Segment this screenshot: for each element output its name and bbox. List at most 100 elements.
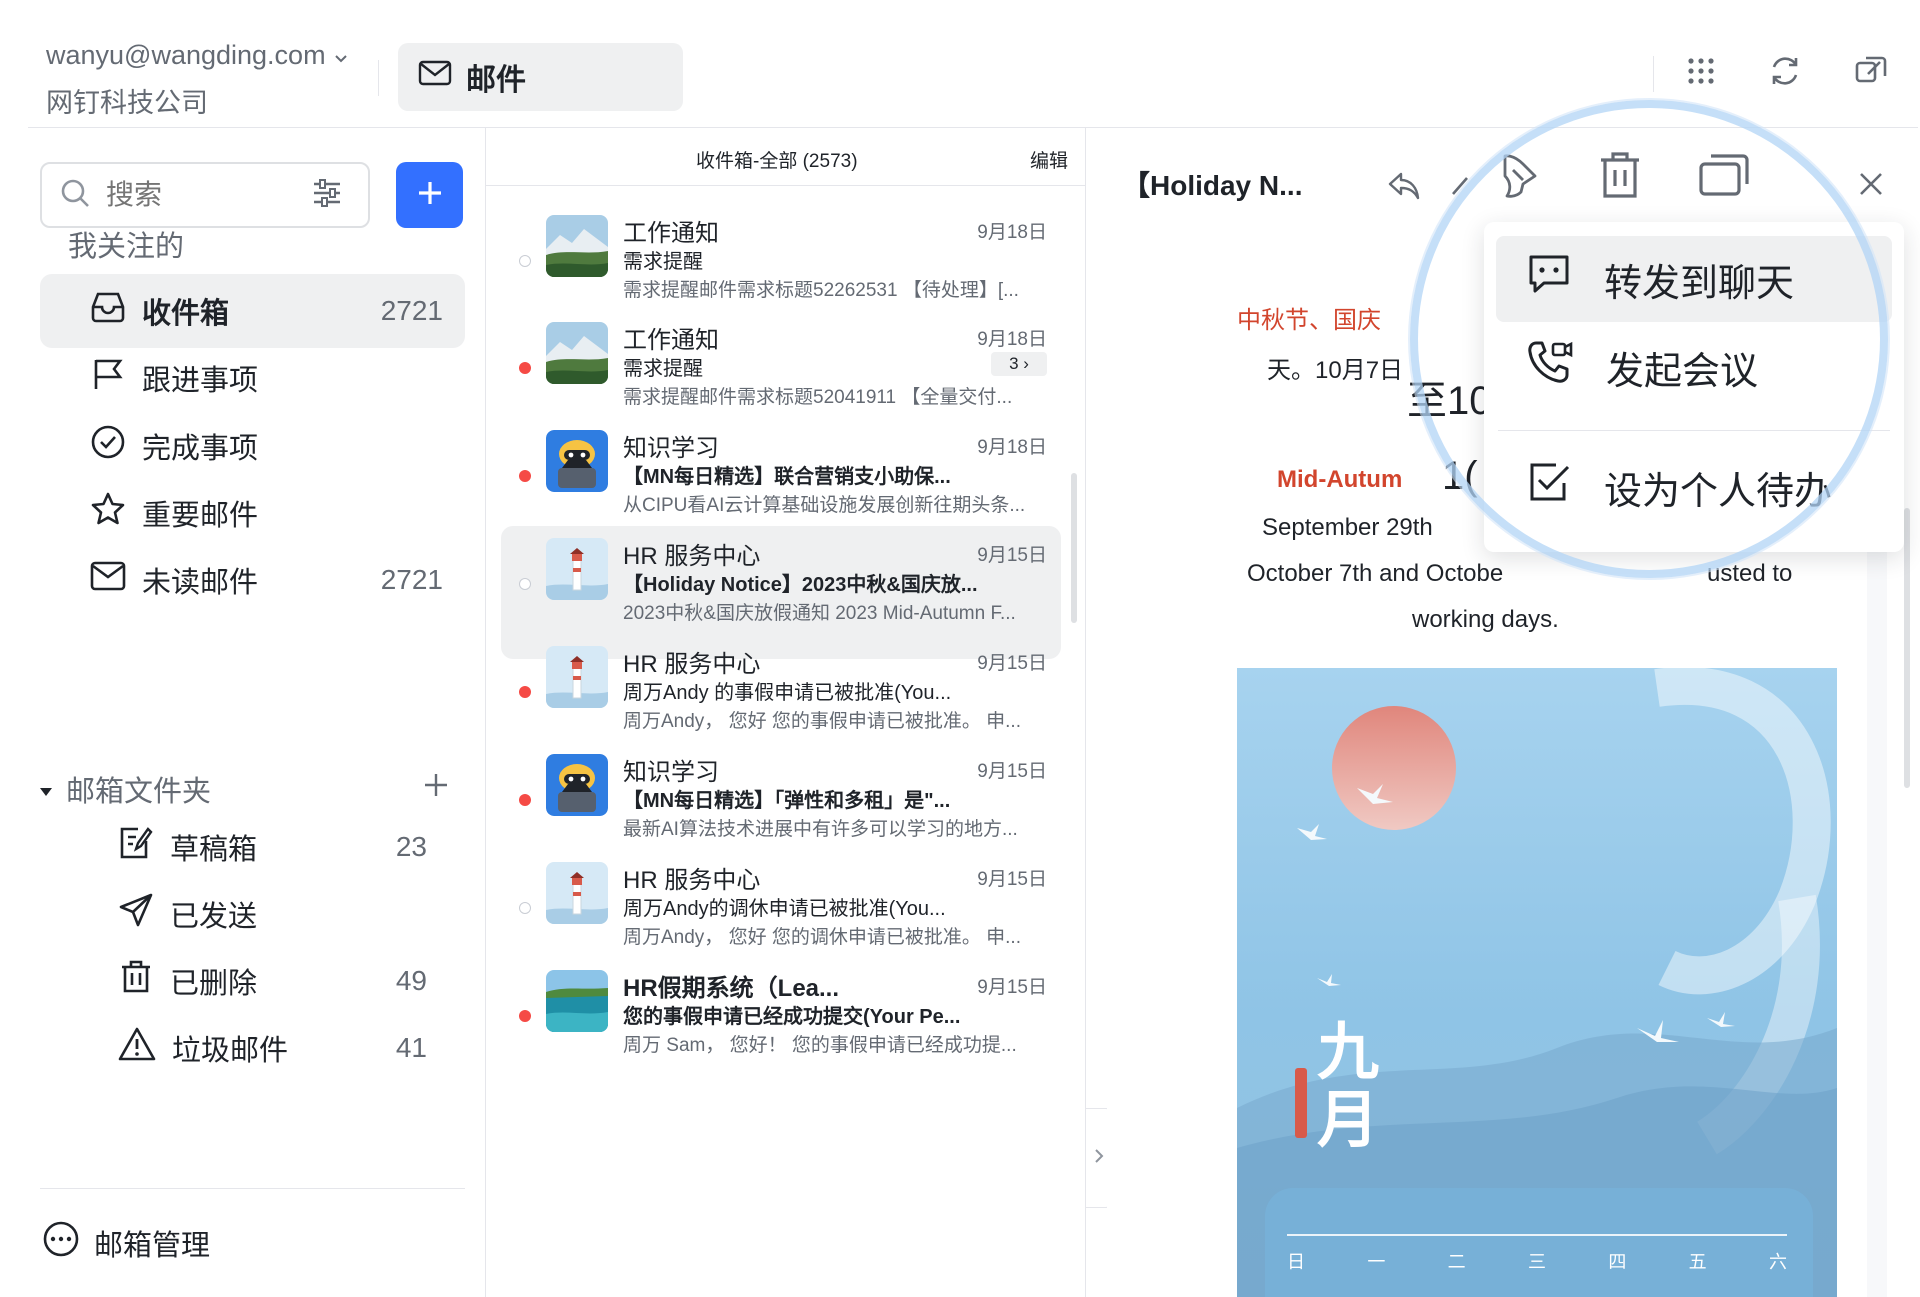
forward-icon[interactable] <box>1497 152 1541 207</box>
new-window-icon[interactable] <box>1854 54 1888 93</box>
top-bar: wanyu@wangding.com 网钉科技公司 邮件 <box>28 0 1918 128</box>
sidebar-item-drafts[interactable]: 草稿箱 23 <box>40 810 465 884</box>
sidebar-item-deleted[interactable]: 已删除 49 <box>40 944 465 1018</box>
reply-icon[interactable] <box>1387 168 1421 207</box>
sidebar-item-important[interactable]: 重要邮件 <box>40 476 465 550</box>
open-window-icon[interactable] <box>1697 150 1753 205</box>
poster-weekdays: 日一二三四五六 <box>1287 1248 1787 1274</box>
mail-sender: 知识学习 <box>623 435 719 462</box>
sender-avatar <box>546 322 608 384</box>
sender-avatar <box>546 538 608 600</box>
poster-weekday: 四 <box>1608 1252 1627 1272</box>
edit-button[interactable]: 编辑 <box>1029 151 1068 172</box>
unread-dot[interactable] <box>519 686 531 698</box>
caret-down-icon[interactable] <box>38 773 54 806</box>
mail-sender: HR 服务中心 <box>623 651 761 678</box>
sidebar-item-spam[interactable]: 垃圾邮件 41 <box>40 1011 465 1085</box>
sidebar-item-count: 41 <box>395 1032 427 1063</box>
plus-icon <box>416 179 444 212</box>
folders-section-label: 邮箱文件夹 <box>66 776 212 808</box>
account-switcher[interactable]: wanyu@wangding.com 网钉科技公司 <box>46 40 386 120</box>
mail-date: 9月18日 <box>977 329 1047 350</box>
body-cn-line: 天。10月7日 <box>1267 357 1404 384</box>
mail-subject: 【MN每日精选】「弹性和多租」是"... <box>623 790 951 812</box>
search-icon <box>60 178 90 213</box>
sidebar-item-follow-up[interactable]: 跟进事项 <box>40 341 465 415</box>
mail-list-item[interactable]: 知识学习 9月15日【MN每日精选】「弹性和多租」是"... 最新AI算法技术进展中… <box>501 742 1061 875</box>
delete-icon[interactable] <box>1597 150 1643 207</box>
mail-subject: 您的事假申请已经成功提交(Your Pe... <box>623 1006 961 1028</box>
close-icon[interactable] <box>1857 170 1885 203</box>
search-box[interactable] <box>40 162 370 228</box>
menu-item-set-personal-todo[interactable]: 设为个人待办 <box>1496 444 1892 530</box>
mail-list-scrollbar[interactable] <box>1071 473 1077 623</box>
poster-title-line2: 月 <box>1317 1083 1380 1157</box>
mail-date: 9月15日 <box>977 761 1047 782</box>
read-dot[interactable] <box>519 578 531 590</box>
chevron-down-icon[interactable] <box>334 40 348 71</box>
unread-dot[interactable] <box>519 1010 531 1022</box>
folders-section[interactable]: 邮箱文件夹 <box>38 768 458 810</box>
menu-item-forward-to-chat[interactable]: 转发到聊天 <box>1496 236 1892 322</box>
flag-icon <box>90 357 126 399</box>
unread-dot[interactable] <box>519 794 531 806</box>
read-dot[interactable] <box>519 902 531 914</box>
body-en-highlight: Mid-Autum <box>1277 466 1403 493</box>
mail-app-tab[interactable]: 邮件 <box>398 43 683 111</box>
mail-sender: HR 服务中心 <box>623 543 761 570</box>
sidebar-item-label: 跟进事项 <box>142 365 259 397</box>
sync-icon[interactable] <box>1768 54 1802 93</box>
menu-item-label: 发起会议 <box>1606 350 1759 393</box>
mailbox-manage-label: 邮箱管理 <box>94 1230 211 1262</box>
mail-sender: HR 服务中心 <box>623 867 761 894</box>
mail-subject: 周万Andy 的事假申请已被批准(You... <box>623 682 952 704</box>
mail-sender: 知识学习 <box>623 759 719 786</box>
poster-weekday: 日 <box>1287 1252 1305 1272</box>
sender-avatar <box>546 862 608 924</box>
poster-weekday: 六 <box>1768 1252 1787 1272</box>
sidebar-divider <box>40 1188 465 1189</box>
sidebar-item-inbox[interactable]: 收件箱 2721 <box>40 274 465 348</box>
poster-calendar-divider <box>1287 1234 1787 1236</box>
search-input[interactable] <box>106 179 296 211</box>
apps-grid-icon[interactable] <box>1686 56 1716 91</box>
sidebar-item-unread[interactable]: 未读邮件 2721 <box>40 543 465 617</box>
poster-title-line1: 九 <box>1317 1015 1380 1088</box>
poster-weekday: 五 <box>1688 1252 1707 1272</box>
filter-settings-icon[interactable] <box>312 178 342 212</box>
unread-dot[interactable] <box>519 470 531 482</box>
mail-list-item[interactable]: HR假期系统（Lea...9月15日您的事假申请已经成功提交(Your Pe..… <box>501 958 1061 1091</box>
read-dot[interactable] <box>519 255 531 267</box>
menu-item-start-meeting[interactable]: 发起会议 <box>1496 324 1892 410</box>
more-actions-menu: 转发到聊天 发起会议 设为个人待办 <box>1484 222 1904 552</box>
sender-avatar <box>546 754 608 816</box>
poster-title: 九 月 <box>1317 1015 1407 1157</box>
menu-divider <box>1498 430 1890 431</box>
compose-button[interactable] <box>396 162 463 228</box>
add-folder-icon[interactable] <box>422 771 450 807</box>
mail-preview: 最新AI算法技术进展中有许多可以学习的地方... <box>623 819 1018 840</box>
mail-subject: 需求提醒 <box>623 251 703 273</box>
sidebar-item-done[interactable]: 完成事项 <box>40 409 465 483</box>
check-circle-icon <box>90 424 126 468</box>
mail-date: 9月15日 <box>977 545 1047 566</box>
thread-count-badge[interactable]: 3 › <box>991 352 1047 376</box>
sender-avatar <box>546 430 608 492</box>
reader-subject: 【Holiday N... <box>1122 170 1303 201</box>
sidebar-item-sent[interactable]: 已发送 <box>40 877 465 951</box>
reply-all-icon[interactable] <box>1447 172 1473 205</box>
body-en-line2-left: October 7th and Octobe <box>1247 560 1504 587</box>
mailbox-manage-button[interactable]: 邮箱管理 <box>42 1220 210 1266</box>
unread-dot[interactable] <box>519 362 531 374</box>
reader-scrollbar[interactable] <box>1904 508 1910 788</box>
mail-preview: 周万Andy， 您好 您的事假申请已被批准。 申... <box>623 711 1021 732</box>
sidebar-item-label: 完成事项 <box>142 433 259 465</box>
holiday-poster-image: 九 月 日一二三四五六 <box>1237 668 1837 1297</box>
